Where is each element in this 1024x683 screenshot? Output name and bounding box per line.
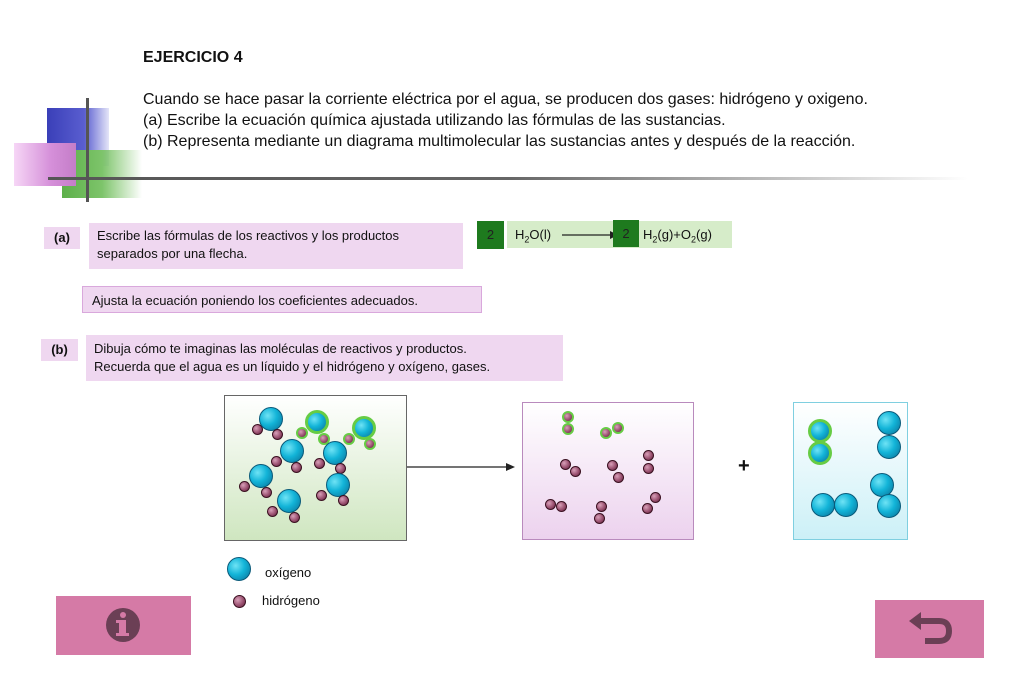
hydrogen-atom: [252, 424, 263, 435]
exercise-title: EJERCICIO 4: [143, 49, 243, 66]
part-a-instruction: Escribe las fórmulas de los reactivos y …: [89, 223, 463, 269]
hydrogen-atom: [289, 512, 300, 523]
hydrogen-atom: [596, 501, 607, 512]
oxygen-atom: [870, 473, 894, 497]
oxygen-atom: [808, 419, 832, 443]
hydrogen-atom: [600, 427, 612, 439]
hydrogen-atom: [650, 492, 661, 503]
hydrogen-atom: [316, 490, 327, 501]
hydrogen-atom: [271, 456, 282, 467]
hydrogen-atom: [643, 463, 654, 474]
header-divider: [48, 177, 968, 180]
reactants-panel: [224, 395, 407, 541]
oxygen-atom: [249, 464, 273, 488]
reaction-arrow-icon: [562, 231, 618, 239]
hydrogen-atom: [314, 458, 325, 469]
hydrogen-atom: [338, 495, 349, 506]
part-b-tag: (b): [41, 339, 78, 361]
plus-sign: +: [738, 455, 750, 477]
exercise-statement: Cuando se hace pasar la corriente eléctr…: [143, 89, 868, 152]
oxygen-atom: [323, 441, 347, 465]
oxygen-atom: [277, 489, 301, 513]
adjust-instruction: Ajusta la ecuación poniendo los coeficie…: [82, 286, 482, 313]
statement-line: Cuando se hace pasar la corriente eléctr…: [143, 91, 868, 108]
oxygen-atom: [280, 439, 304, 463]
decorative-vertical-line: [86, 98, 89, 202]
hydrogen-atom: [318, 433, 330, 445]
hydrogen-atom: [560, 459, 571, 470]
hydrogen-atom: [545, 499, 556, 510]
reaction-arrow-icon: [407, 463, 515, 471]
hydrogen-atom: [296, 427, 308, 439]
reactant-formula: H2O(l): [515, 227, 552, 245]
oxygen-atom: [259, 407, 283, 431]
hydrogen-atom: [612, 422, 624, 434]
hydrogen-atom: [291, 462, 302, 473]
info-icon: [106, 608, 140, 642]
back-button[interactable]: [875, 600, 984, 658]
legend-hydrogen-icon: [233, 595, 246, 608]
legend-oxygen-icon: [227, 557, 251, 581]
part-b-instruction: Dibuja cómo te imaginas las moléculas de…: [86, 335, 563, 381]
oxygen-atom: [352, 416, 376, 440]
statement-line: (b) Representa mediante un diagrama mult…: [143, 133, 856, 150]
hydrogen-atom: [267, 506, 278, 517]
product-coefficient[interactable]: 2: [613, 220, 639, 247]
hydrogen-atom: [261, 487, 272, 498]
statement-line: (a) Escribe la ecuación química ajustada…: [143, 112, 726, 129]
oxygen-atom: [877, 411, 901, 435]
part-b-instruction-line: Dibuja cómo te imaginas las moléculas de…: [94, 341, 467, 356]
legend-oxygen-label: oxígeno: [265, 565, 312, 580]
reactant-coefficient[interactable]: 2: [477, 221, 504, 249]
hydrogen-products-panel: [522, 402, 694, 540]
oxygen-atom: [808, 441, 832, 465]
oxygen-products-panel: [793, 402, 908, 540]
hydrogen-atom: [643, 450, 654, 461]
legend-hydrogen-label: hidrógeno: [262, 593, 320, 608]
return-arrow-icon: [909, 612, 953, 644]
hydrogen-atom: [613, 472, 624, 483]
hydrogen-atom: [642, 503, 653, 514]
hydrogen-atom: [594, 513, 605, 524]
oxygen-atom: [811, 493, 835, 517]
hydrogen-atom: [562, 423, 574, 435]
product-formula: H2(g)+O2(g): [643, 227, 712, 245]
hydrogen-atom: [364, 438, 376, 450]
hydrogen-atom: [343, 433, 355, 445]
hydrogen-atom: [570, 466, 581, 477]
info-button[interactable]: [56, 596, 191, 655]
part-b-instruction-line: Recuerda que el agua es un líquido y el …: [94, 359, 491, 374]
oxygen-atom: [877, 435, 901, 459]
hydrogen-atom: [562, 411, 574, 423]
hydrogen-atom: [239, 481, 250, 492]
oxygen-atom: [305, 410, 329, 434]
hydrogen-atom: [272, 429, 283, 440]
hydrogen-atom: [556, 501, 567, 512]
hydrogen-atom: [607, 460, 618, 471]
oxygen-atom: [877, 494, 901, 518]
part-a-tag: (a): [44, 227, 80, 249]
oxygen-atom: [834, 493, 858, 517]
oxygen-atom: [326, 473, 350, 497]
